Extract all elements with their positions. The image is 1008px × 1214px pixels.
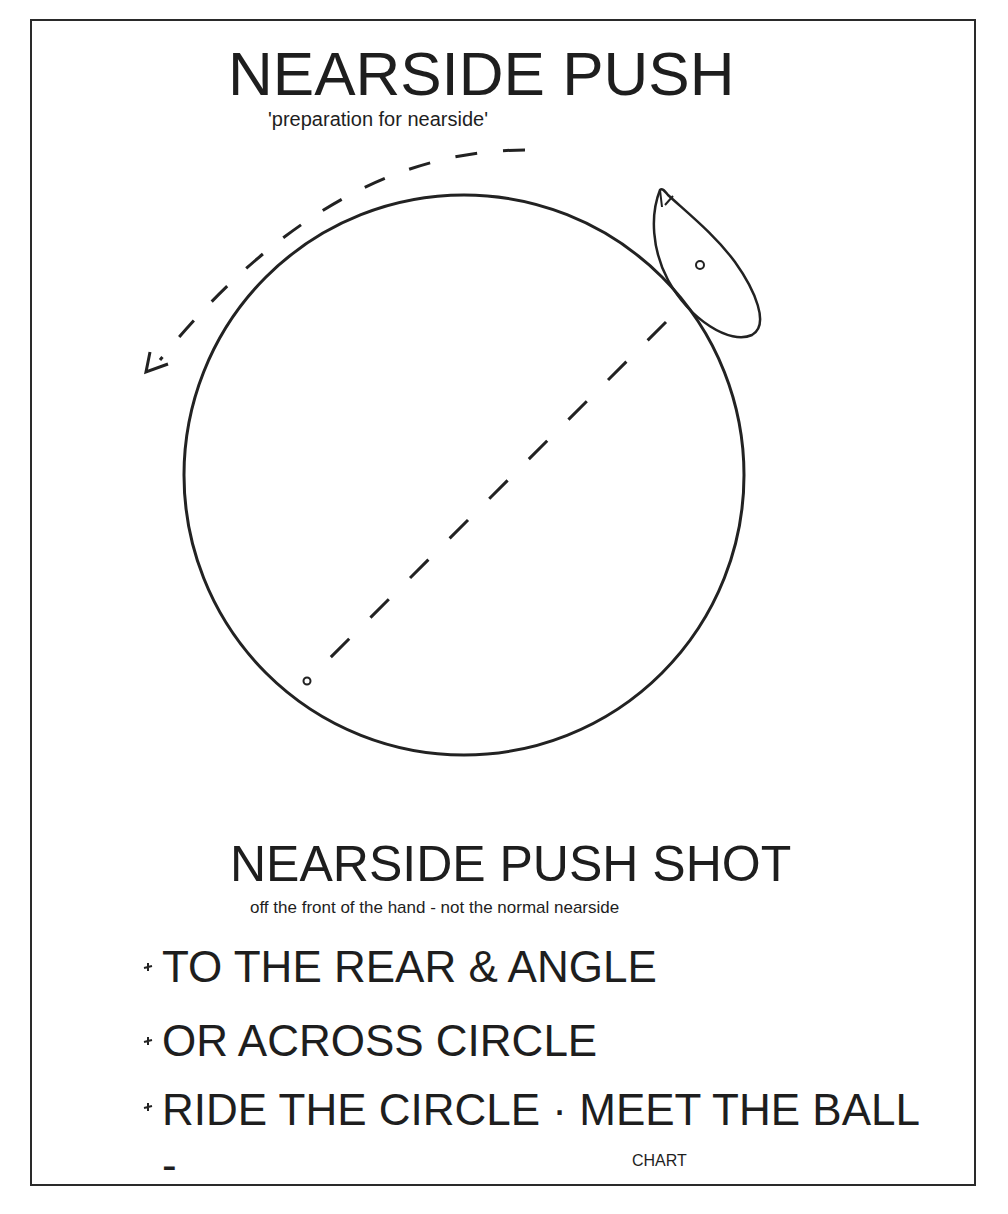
bullet-marks [144,963,152,1111]
instruction-line: TO THE REAR & ANGLE [162,942,657,993]
chart-note: CHART [632,1152,687,1170]
page-frame [31,20,975,1185]
ball-dot [304,678,311,685]
horse-ear [660,190,673,207]
diagram-title: NEARSIDE PUSH [228,38,734,109]
instruction-line: OR ACROSS CIRCLE [162,1016,597,1067]
arc-arrowhead [146,352,168,372]
shot-heading: NEARSIDE PUSH SHOT [230,836,791,894]
rider-dot [696,261,704,269]
horse-shape [654,189,760,337]
instruction-line: RIDE THE CIRCLE · MEET THE BALL - [162,1082,922,1192]
field-circle [184,195,744,755]
shot-note: off the front of the hand - not the norm… [250,898,619,918]
shot-line [312,322,666,676]
ride-arc [160,150,525,360]
subtitle-note: 'preparation for nearside' [268,108,488,131]
